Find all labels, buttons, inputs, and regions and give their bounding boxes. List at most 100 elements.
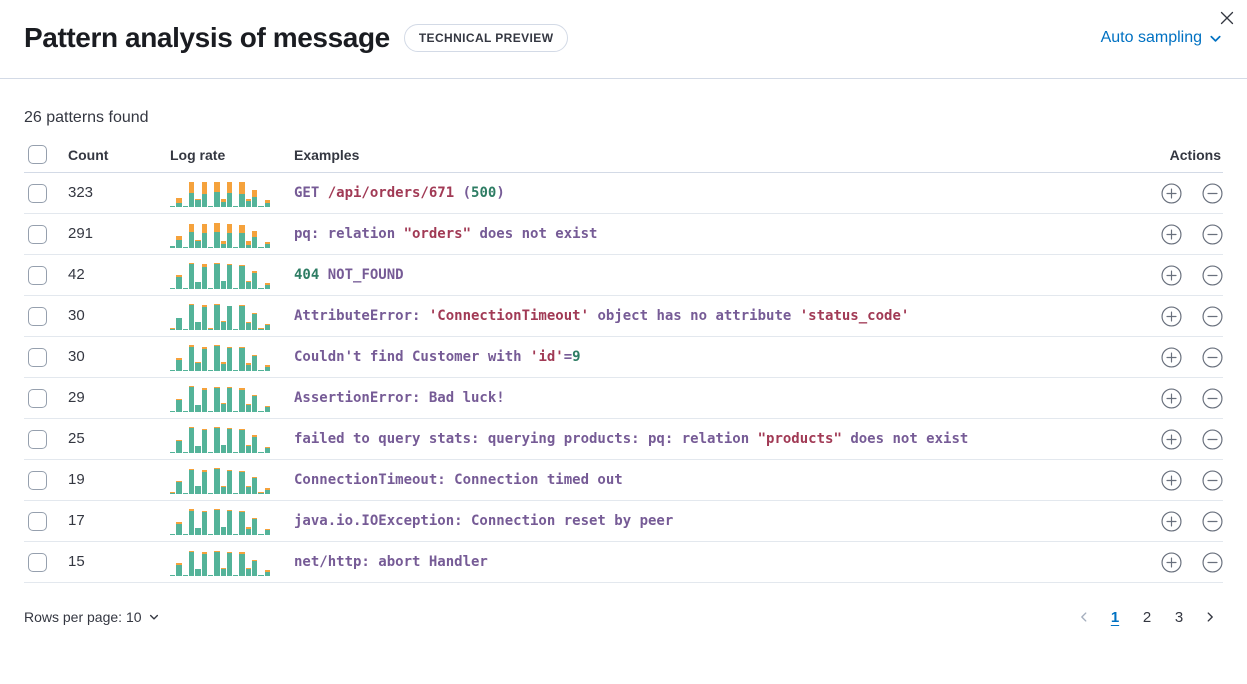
- table-row: 25 failed to query stats: querying produ…: [24, 418, 1223, 460]
- example-text: java.io.IOException: Connection reset by…: [294, 513, 674, 529]
- row-checkbox[interactable]: [28, 347, 47, 367]
- table-row: 29 AssertionError: Bad luck!: [24, 377, 1223, 419]
- filter-in-pattern-button[interactable]: [1161, 264, 1182, 286]
- table-row: 323 GET /api/orders/671 (500): [24, 172, 1223, 214]
- filter-out-pattern-button[interactable]: [1202, 469, 1223, 491]
- close-button[interactable]: [1213, 4, 1241, 32]
- minus-in-circle-icon: [1202, 305, 1223, 327]
- example-text: GET /api/orders/671 (500): [294, 185, 505, 201]
- table-row: 15 net/http: abort Handler: [24, 541, 1223, 583]
- example-text: failed to query stats: querying products…: [294, 431, 969, 447]
- row-checkbox[interactable]: [28, 470, 47, 490]
- row-checkbox[interactable]: [28, 183, 47, 203]
- rows-per-page-label: Rows per page: 10: [24, 609, 142, 625]
- count-value: 19: [68, 471, 85, 488]
- plus-in-circle-icon: [1161, 428, 1182, 450]
- technical-preview-badge: TECHNICAL PREVIEW: [403, 24, 569, 52]
- flyout-body: 26 patterns found Count Log rate Example…: [0, 109, 1247, 631]
- count-value: 15: [68, 553, 85, 570]
- example-text: AttributeError: 'ConnectionTimeout' obje…: [294, 308, 910, 324]
- count-value: 29: [68, 389, 85, 406]
- filter-out-pattern-button[interactable]: [1202, 305, 1223, 327]
- count-value: 42: [68, 266, 85, 283]
- plus-in-circle-icon: [1161, 264, 1182, 286]
- filter-in-pattern-button[interactable]: [1161, 469, 1182, 491]
- row-checkbox[interactable]: [28, 224, 47, 244]
- row-checkbox[interactable]: [28, 388, 47, 408]
- table-row: 30 Couldn't find Customer with 'id'=9: [24, 336, 1223, 378]
- filter-out-pattern-button[interactable]: [1202, 510, 1223, 532]
- filter-in-pattern-button[interactable]: [1161, 182, 1182, 204]
- filter-in-pattern-button[interactable]: [1161, 551, 1182, 573]
- pagination: 1 2 3: [1071, 603, 1223, 631]
- select-all-checkbox[interactable]: [28, 145, 47, 164]
- chevron-down-icon: [148, 611, 160, 623]
- plus-in-circle-icon: [1161, 510, 1182, 532]
- chevron-down-icon: [1208, 31, 1223, 46]
- row-checkbox[interactable]: [28, 265, 47, 285]
- log-rate-chart: [170, 507, 270, 535]
- column-header-log-rate: Log rate: [166, 139, 290, 173]
- log-rate-chart: [170, 261, 270, 289]
- plus-in-circle-icon: [1161, 551, 1182, 573]
- count-value: 291: [68, 225, 94, 242]
- close-icon: [1219, 10, 1235, 26]
- filter-in-pattern-button[interactable]: [1161, 428, 1182, 450]
- next-page-button[interactable]: [1197, 603, 1223, 631]
- patterns-found-count: 26 patterns found: [24, 109, 149, 126]
- table-row: 17 java.io.IOException: Connection reset…: [24, 500, 1223, 542]
- count-value: 323: [68, 184, 94, 201]
- chevron-right-icon: [1203, 610, 1217, 624]
- filter-out-pattern-button[interactable]: [1202, 346, 1223, 368]
- filter-out-pattern-button[interactable]: [1202, 387, 1223, 409]
- minus-in-circle-icon: [1202, 387, 1223, 409]
- page-button-2[interactable]: 2: [1133, 603, 1161, 631]
- table-row: 42 404 NOT_FOUND: [24, 254, 1223, 296]
- rows-per-page-button[interactable]: Rows per page: 10: [24, 609, 160, 625]
- page-button-3[interactable]: 3: [1165, 603, 1193, 631]
- example-text: Couldn't find Customer with 'id'=9: [294, 349, 581, 365]
- previous-page-button[interactable]: [1071, 603, 1097, 631]
- filter-out-pattern-button[interactable]: [1202, 182, 1223, 204]
- example-text: 404 NOT_FOUND: [294, 267, 404, 283]
- row-checkbox[interactable]: [28, 306, 47, 326]
- filter-in-pattern-button[interactable]: [1161, 387, 1182, 409]
- example-text: pq: relation "orders" does not exist: [294, 226, 598, 242]
- filter-out-pattern-button[interactable]: [1202, 428, 1223, 450]
- filter-in-pattern-button[interactable]: [1161, 346, 1182, 368]
- count-value: 17: [68, 512, 85, 529]
- page-button-1[interactable]: 1: [1101, 603, 1129, 631]
- log-rate-chart: [170, 302, 270, 330]
- filter-in-pattern-button[interactable]: [1161, 223, 1182, 245]
- row-checkbox[interactable]: [28, 429, 47, 449]
- row-checkbox[interactable]: [28, 552, 47, 572]
- minus-in-circle-icon: [1202, 223, 1223, 245]
- minus-in-circle-icon: [1202, 510, 1223, 532]
- table-header-row: Count Log rate Examples Actions: [24, 139, 1223, 173]
- page-title: Pattern analysis of message: [24, 22, 390, 53]
- minus-in-circle-icon: [1202, 469, 1223, 491]
- patterns-table: Count Log rate Examples Actions 323 GET …: [24, 139, 1223, 583]
- log-rate-chart: [170, 343, 270, 371]
- plus-in-circle-icon: [1161, 469, 1182, 491]
- minus-in-circle-icon: [1202, 551, 1223, 573]
- column-header-actions: Actions: [1127, 139, 1223, 173]
- table-row: 19 ConnectionTimeout: Connection timed o…: [24, 459, 1223, 501]
- sampling-menu-button[interactable]: Auto sampling: [1101, 29, 1223, 47]
- filter-out-pattern-button[interactable]: [1202, 264, 1223, 286]
- minus-in-circle-icon: [1202, 182, 1223, 204]
- column-header-examples: Examples: [290, 139, 1127, 173]
- table-row: 291 pq: relation "orders" does not exist: [24, 213, 1223, 255]
- row-checkbox[interactable]: [28, 511, 47, 531]
- filter-out-pattern-button[interactable]: [1202, 223, 1223, 245]
- example-text: AssertionError: Bad luck!: [294, 390, 505, 406]
- table-footer: Rows per page: 10 1 2 3: [24, 603, 1223, 631]
- plus-in-circle-icon: [1161, 182, 1182, 204]
- flyout-header: Pattern analysis of message TECHNICAL PR…: [0, 0, 1247, 79]
- minus-in-circle-icon: [1202, 428, 1223, 450]
- filter-out-pattern-button[interactable]: [1202, 551, 1223, 573]
- filter-in-pattern-button[interactable]: [1161, 305, 1182, 327]
- plus-in-circle-icon: [1161, 387, 1182, 409]
- filter-in-pattern-button[interactable]: [1161, 510, 1182, 532]
- log-rate-chart: [170, 466, 270, 494]
